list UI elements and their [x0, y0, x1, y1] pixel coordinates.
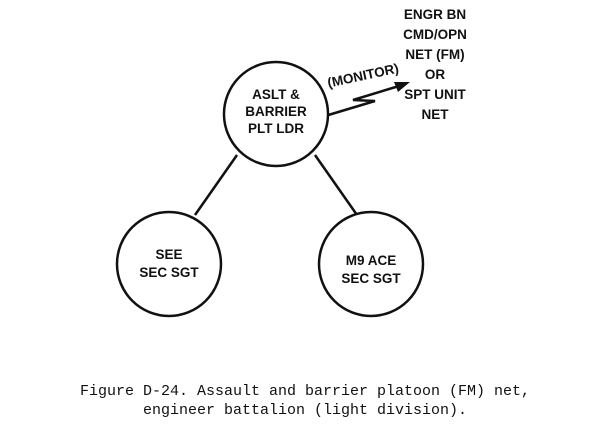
external-net-label: ENGR BN CMD/OPN NET (FM) OR SPT UNIT NET	[403, 7, 467, 122]
monitor-arrowhead	[394, 82, 410, 92]
edge-leader-ace	[313, 154, 359, 216]
node-ace-line-2: SEC SGT	[341, 271, 401, 286]
external-net-line-6: NET	[422, 107, 450, 122]
node-leader-line-2: BARRIER	[245, 104, 307, 119]
edge-leader-see	[193, 154, 239, 216]
figure-caption-line-2: engineer battalion (light division).	[142, 402, 468, 419]
node-circle	[222, 60, 330, 168]
external-net-line-2: CMD/OPN	[403, 27, 467, 42]
figure-caption-line-1: Figure D-24. Assault and barrier platoon…	[79, 383, 531, 400]
node-circle	[317, 210, 425, 318]
node-leader-line-1: ASLT &	[252, 87, 300, 102]
monitor-lightning-arrow	[324, 84, 400, 118]
node-leader-line-3: PLT LDR	[248, 121, 304, 136]
node-see-line-1: SEE	[155, 247, 182, 262]
external-net-line-5: SPT UNIT	[404, 87, 466, 102]
node-m9-ace-sec-sgt: M9 ACE SEC SGT	[317, 210, 425, 318]
node-see-sec-sgt: SEE SEC SGT	[115, 210, 223, 318]
node-circle	[115, 210, 223, 318]
external-net-line-4: OR	[425, 67, 446, 82]
external-net-line-3: NET (FM)	[405, 47, 464, 62]
node-ace-line-1: M9 ACE	[346, 253, 397, 268]
node-aslt-barrier-plt-ldr: ASLT & BARRIER PLT LDR	[222, 60, 330, 168]
external-net-line-1: ENGR BN	[404, 7, 466, 22]
node-see-line-2: SEC SGT	[139, 265, 199, 280]
monitor-label: (MONITOR)	[326, 61, 400, 91]
